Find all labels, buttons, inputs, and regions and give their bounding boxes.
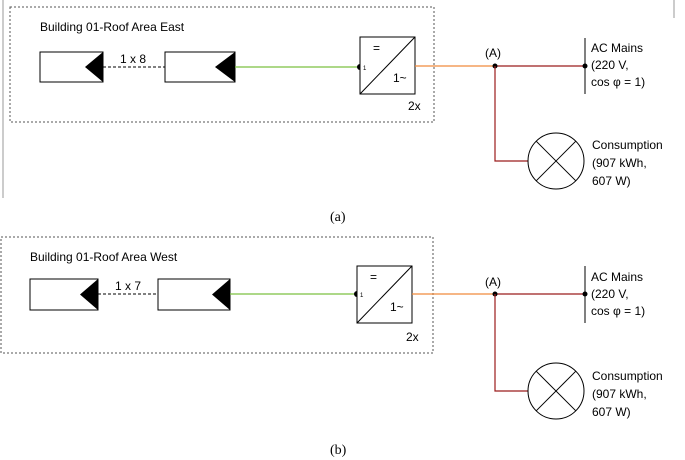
- diagram-panel-b: Building 01-Roof Area West 1 x 7 = 1~ 1 …: [0, 236, 663, 458]
- inverter-pin-label: 1: [363, 66, 367, 72]
- figure-caption: (a): [330, 210, 346, 225]
- diagram-panel-a: Building 01-Roof Area East 1 x 8 = 1~ 1 …: [9, 6, 663, 225]
- inverter-pin-label: 1: [360, 293, 364, 299]
- consumption-lamp-icon: [527, 362, 585, 420]
- consumption-energy: (907 kWh,: [592, 387, 647, 401]
- roof-area-title: Building 01-Roof Area East: [40, 20, 185, 34]
- consumption-line: [494, 66, 528, 162]
- mains-power-factor: cos φ = 1): [591, 75, 645, 89]
- pv-module-icon: [29, 278, 99, 311]
- pv-module-icon: [157, 278, 231, 311]
- consumption-lamp-icon: [527, 132, 585, 190]
- mains-connection-dot: [582, 63, 588, 69]
- string-count-label: 1 x 7: [115, 279, 141, 293]
- consumption-power: 607 W): [592, 174, 631, 188]
- pv-module-icon: [164, 51, 236, 83]
- roof-area-title: Building 01-Roof Area West: [30, 250, 178, 264]
- string-count-label: 1 x 8: [120, 52, 146, 66]
- inverter-icon: [356, 265, 413, 324]
- consumption-title: Consumption: [592, 138, 663, 152]
- inverter-icon: [359, 36, 416, 95]
- consumption-title: Consumption: [592, 369, 663, 383]
- mains-voltage: (220 V,: [591, 58, 629, 72]
- mains-connection-dot: [582, 291, 588, 297]
- inverter-ac-symbol: 1~: [393, 71, 407, 85]
- inverter-ac-symbol: 1~: [390, 300, 404, 314]
- consumption-energy: (907 kWh,: [592, 156, 647, 170]
- mains-title: AC Mains: [591, 270, 643, 284]
- roof-area-frame: [0, 236, 434, 354]
- consumption-line: [494, 294, 528, 392]
- inverter-dc-symbol: =: [370, 270, 377, 284]
- mains-power-factor: cos φ = 1): [591, 304, 645, 318]
- inverter-count-label: 2x: [406, 330, 419, 344]
- mains-voltage: (220 V,: [591, 287, 629, 301]
- junction-label: (A): [485, 46, 501, 60]
- figure-caption: (b): [330, 443, 347, 458]
- inverter-dc-symbol: =: [373, 41, 380, 55]
- junction-label: (A): [485, 275, 501, 289]
- roof-area-frame: [9, 6, 435, 123]
- pv-module-icon: [39, 51, 104, 83]
- consumption-power: 607 W): [592, 405, 631, 419]
- mains-title: AC Mains: [591, 41, 643, 55]
- inverter-count-label: 2x: [408, 99, 421, 113]
